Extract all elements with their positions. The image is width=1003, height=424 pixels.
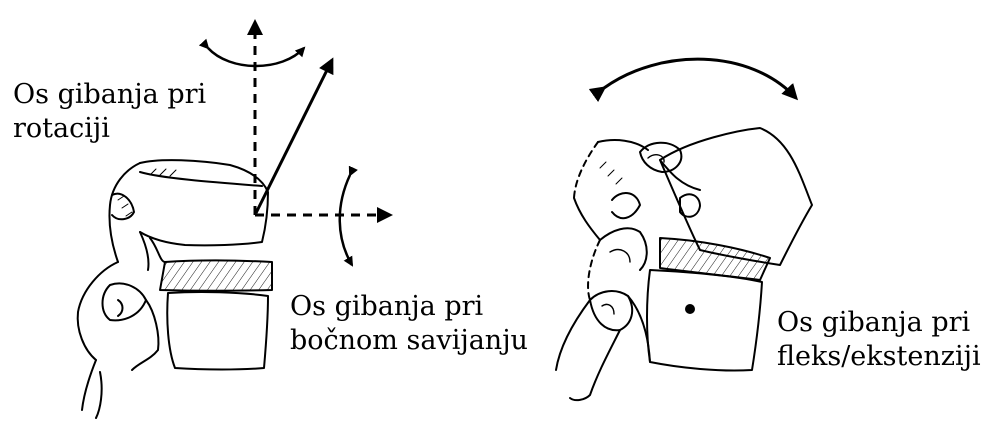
rotation-axis-label: Os gibanja pri rotaciji — [13, 78, 206, 146]
flexion-extension-arrow — [588, 57, 799, 103]
flex-extension-axis-label: Os gibanja pri fleks/ekstenziji — [777, 306, 981, 374]
rotation-label-line2: rotaciji — [13, 113, 110, 144]
rotation-label-line1: Os gibanja pri — [13, 79, 207, 110]
left-vertebra-drawing — [76, 159, 273, 419]
rotation-center-dot — [685, 304, 695, 314]
lateral-bending-label-line2: bočnom savijanju — [290, 325, 528, 356]
flex-extension-label-line1: Os gibanja pri — [777, 307, 971, 338]
left-motion-axes — [198, 19, 393, 267]
lateral-bending-label-line1: Os gibanja pri — [290, 291, 484, 322]
right-vertebra-drawing — [555, 127, 813, 402]
lateral-bending-axis-label: Os gibanja pri bočnom savijanju — [290, 290, 528, 358]
flex-extension-label-line2: fleks/ekstenziji — [777, 341, 981, 372]
